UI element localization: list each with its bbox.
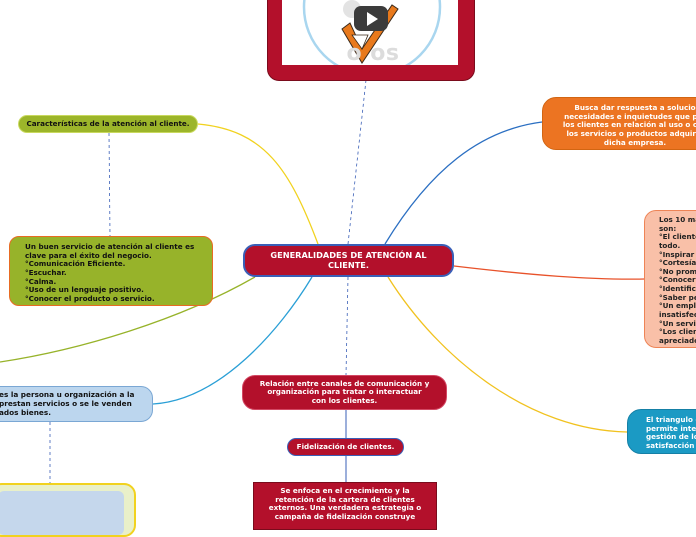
topic-definicion-text: es la persona u organización a la presta… [0,390,134,417]
video-card[interactable]: o os [267,0,475,81]
bottom-image-placeholder [0,491,124,535]
topic-busca-respuesta[interactable]: Busca dar respuesta a solucio necesidade… [542,97,696,150]
connector-relacion [346,277,348,375]
play-icon[interactable] [354,6,388,31]
topic-caracteristicas[interactable]: Características de la atención al client… [18,115,198,133]
video-thumbnail[interactable]: o os [282,0,458,65]
topic-relacion-canales[interactable]: Relación entre canales de comunicación y… [242,375,447,410]
bottom-image-node[interactable] [0,483,136,537]
branch-busca [385,122,542,244]
branch-caracteristicas [198,124,318,244]
connector-caracteristicas [109,133,110,236]
connector-video [348,80,366,244]
topic-definicion-cliente[interactable]: es la persona u organización a la presta… [0,386,153,422]
topic-buen-servicio[interactable]: Un buen servicio de atención al cliente … [9,236,213,306]
branch-mandamientos [454,266,644,279]
topic-fidelizacion[interactable]: Fidelización de clientes. [287,438,404,456]
central-topic[interactable]: GENERALIDADES DE ATENCIÓN AL CLIENTE. [243,244,454,277]
topic-busca-text: Busca dar respuesta a solucio necesidade… [563,103,696,147]
topic-mandamientos[interactable]: Los 10 ma son: °El cliente todo. °Inspir… [644,210,696,348]
topic-enfoca-crecimiento[interactable]: Se enfoca en el crecimiento y la retenci… [253,482,437,530]
logo-text: o os [318,41,428,65]
